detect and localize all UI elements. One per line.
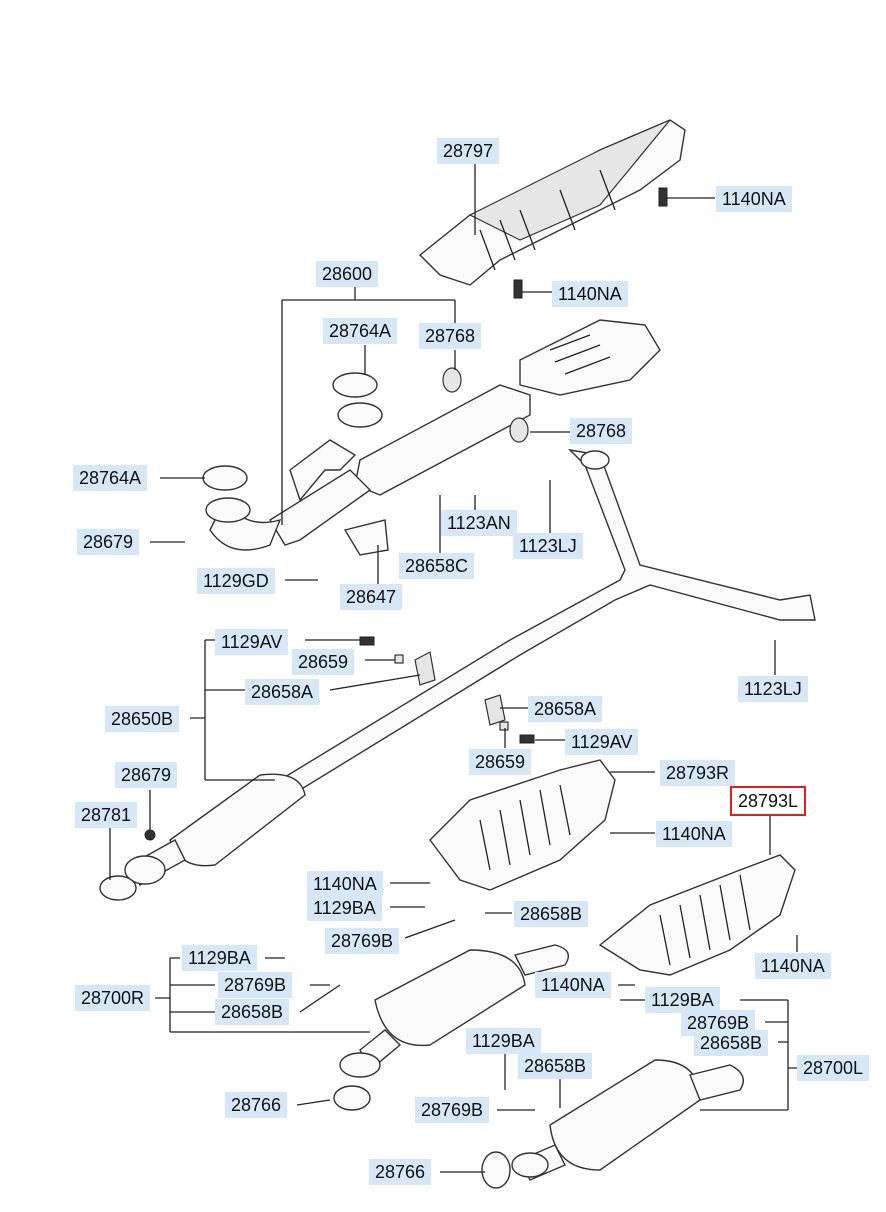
part-label-28679[interactable]: 28679 — [77, 529, 140, 555]
part-label-28768[interactable]: 28768 — [419, 323, 482, 349]
part-label-1123an[interactable]: 1123AN — [441, 510, 517, 536]
part-label-28781[interactable]: 28781 — [75, 802, 138, 828]
front-pipe-assembly — [202, 319, 661, 556]
part-label-28764a[interactable]: 28764A — [323, 318, 398, 344]
part-label-1123lj[interactable]: 1123LJ — [513, 533, 583, 559]
center-pipe-assembly — [99, 448, 816, 901]
part-label-28658b[interactable]: 28658B — [518, 1053, 593, 1079]
heat-protector-left — [598, 854, 796, 976]
part-label-28793r[interactable]: 28793R — [660, 760, 736, 786]
part-label-1129gd[interactable]: 1129GD — [197, 568, 275, 594]
part-label-28658a[interactable]: 28658A — [528, 696, 603, 722]
part-label-28793l-highlighted[interactable]: 28793L — [729, 786, 807, 816]
part-label-1140na[interactable]: 1140NA — [535, 972, 611, 998]
part-label-28766[interactable]: 28766 — [369, 1159, 432, 1185]
part-label-1129ba[interactable]: 1129BA — [182, 945, 257, 971]
part-label-28768[interactable]: 28768 — [570, 418, 633, 444]
part-label-28797[interactable]: 28797 — [437, 138, 500, 164]
bolt-group — [513, 187, 668, 299]
part-label-28658b[interactable]: 28658B — [694, 1030, 769, 1056]
part-label-28679[interactable]: 28679 — [115, 762, 178, 788]
part-label-28650b[interactable]: 28650B — [105, 706, 180, 732]
part-label-28600[interactable]: 28600 — [316, 261, 379, 287]
part-label-1129av[interactable]: 1129AV — [565, 729, 639, 755]
part-label-28766[interactable]: 28766 — [225, 1092, 288, 1118]
part-label-28769b[interactable]: 28769B — [415, 1097, 490, 1123]
heat-protector-top — [418, 119, 686, 286]
part-label-1129ba[interactable]: 1129BA — [307, 895, 382, 921]
part-label-1140na[interactable]: 1140NA — [656, 821, 732, 847]
leader-lines — [109, 160, 798, 1173]
part-label-1129av[interactable]: 1129AV — [215, 629, 289, 655]
part-label-28658b[interactable]: 28658B — [215, 999, 290, 1025]
part-label-28769b[interactable]: 28769B — [218, 972, 293, 998]
part-label-28647[interactable]: 28647 — [340, 584, 403, 610]
part-label-1123lj[interactable]: 1123LJ — [738, 676, 808, 702]
heat-protector-right — [429, 759, 616, 891]
part-label-28658a[interactable]: 28658A — [245, 679, 320, 705]
part-label-1140na[interactable]: 1140NA — [552, 281, 628, 307]
part-label-1129ba[interactable]: 1129BA — [645, 987, 720, 1013]
part-label-28658b[interactable]: 28658B — [514, 901, 589, 927]
part-label-28658c[interactable]: 28658C — [399, 553, 475, 579]
part-label-28659[interactable]: 28659 — [292, 649, 355, 675]
muffler-left — [481, 1059, 744, 1189]
part-label-1140na[interactable]: 1140NA — [307, 871, 383, 897]
part-label-1129ba[interactable]: 1129BA — [466, 1028, 541, 1054]
part-label-28769b[interactable]: 28769B — [325, 928, 400, 954]
part-label-28700r[interactable]: 28700R — [75, 985, 151, 1011]
muffler-right — [333, 944, 569, 1111]
part-label-1140na[interactable]: 1140NA — [755, 953, 831, 979]
part-label-28700l[interactable]: 28700L — [797, 1055, 870, 1081]
part-label-1140na[interactable]: 1140NA — [716, 186, 792, 212]
part-label-28659[interactable]: 28659 — [469, 749, 532, 775]
part-label-28764a[interactable]: 28764A — [73, 465, 148, 491]
